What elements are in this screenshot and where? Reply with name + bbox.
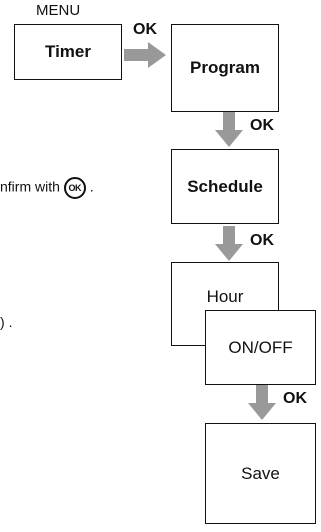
save-box: Save [205,423,316,524]
arrow-down-icon [215,112,243,147]
arrow-right-icon [124,42,166,68]
onoff-box: ON/OFF [205,310,316,385]
side-instruction: nfirm with OK . [0,177,94,199]
ok-label-1: OK [133,21,157,38]
schedule-box: Schedule [171,149,279,224]
side-paren-close: ) [0,314,5,330]
program-box: Program [171,24,279,112]
hour-label: Hour [206,287,244,306]
ok-label-3: OK [250,232,274,249]
side-period-1: . [89,178,94,195]
ok-button-icon: OK [63,177,86,199]
side-paren: ) . [0,314,12,330]
side-confirm-text: nfirm with [0,178,60,195]
menu-label: MENU [36,2,81,19]
side-period-2: . [8,314,13,330]
ok-label-2: OK [250,117,274,134]
arrow-down-icon [215,226,243,261]
ok-label-4: OK [283,390,307,407]
arrow-down-icon [248,385,276,420]
timer-box: Timer [14,24,122,80]
